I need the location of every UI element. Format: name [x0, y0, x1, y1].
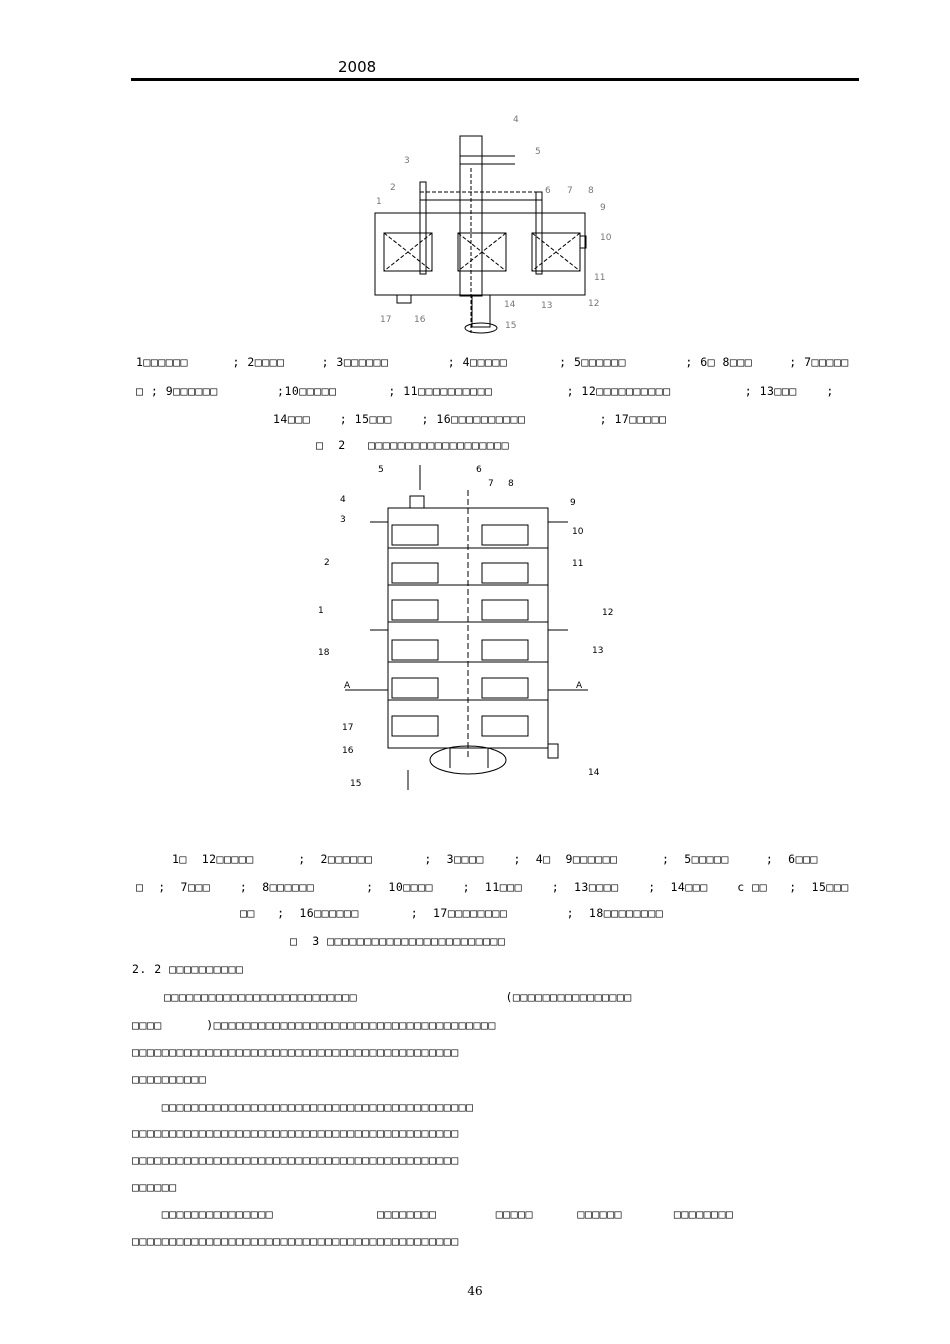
fig2-num-14: 14	[504, 300, 516, 310]
section-heading: 2. 2 □□□□□□□□□□	[132, 962, 244, 976]
fig3-num-7: 7	[488, 479, 494, 489]
fig3-section-label-left: A	[344, 681, 351, 691]
fig3-num-15: 15	[350, 779, 361, 789]
fig2-num-16: 16	[414, 315, 426, 325]
fig3-caption-line-2: □ ; 7□□□ ; 8□□□□□□ ; 10□□□□ ; 11□□□ ; 13…	[136, 880, 849, 894]
fig3-caption-line-3: □□ ; 16□□□□□□ ; 17□□□□□□□□ ; 18□□□□□□□□	[240, 906, 664, 920]
fig2-caption-line-3: 14□□□ ; 15□□□ ; 16□□□□□□□□□□ ; 17□□□□□	[273, 412, 667, 426]
fig2-num-17: 17	[380, 315, 391, 325]
fig3-num-3: 3	[340, 515, 346, 525]
fig3-num-4: 4	[340, 495, 346, 505]
header-year: 2008	[338, 58, 377, 76]
fig2-num-13: 13	[541, 301, 552, 311]
fig2-num-9: 9	[600, 203, 606, 213]
fig3-num-18: 18	[318, 648, 330, 658]
fig3-num-16: 16	[342, 746, 354, 756]
fig2-caption-line-1: 1□□□□□□ ; 2□□□□ ; 3□□□□□□ ; 4□□□□□ ; 5□□…	[136, 355, 849, 369]
fig2-num-3: 3	[404, 156, 410, 166]
fig3-num-11: 11	[572, 559, 583, 569]
fig2-num-4: 4	[513, 115, 519, 125]
fig2-num-5: 5	[535, 147, 541, 157]
header-rule	[131, 78, 859, 81]
body-line-6: □□□□□□□□□□□□□□□□□□□□□□□□□□□□□□□□□□□□□□□□…	[132, 1126, 459, 1140]
fig2-num-10: 10	[600, 233, 612, 243]
body-line-4: □□□□□□□□□□	[132, 1072, 207, 1086]
fig2-num-8: 8	[588, 186, 594, 196]
fig3-num-12: 12	[602, 608, 613, 618]
figure-3-diagram: 5 6 7 8 4 3 2 1 18 A 17 16 15 9 10 11 12…	[318, 465, 613, 790]
fig3-num-9: 9	[570, 498, 576, 508]
fig2-title: □ 2 □□□□□□□□□□□□□□□□□□□	[316, 438, 510, 452]
body-line-7: □□□□□□□□□□□□□□□□□□□□□□□□□□□□□□□□□□□□□□□□…	[132, 1153, 459, 1167]
body-line-9: □□□□□□□□□□□□□□□ □□□□□□□□ □□□□□ □□□□□□ □□…	[132, 1207, 734, 1221]
fig2-num-11: 11	[594, 273, 605, 283]
body-line-5: □□□□□□□□□□□□□□□□□□□□□□□□□□□□□□□□□□□□□□□□…	[132, 1100, 474, 1114]
fig2-num-12: 12	[588, 299, 599, 309]
fig2-num-7: 7	[567, 186, 573, 196]
fig3-num-8: 8	[508, 479, 514, 489]
fig3-caption-line-1: 1□ 12□□□□□ ; 2□□□□□□ ; 3□□□□ ; 4□ 9□□□□□…	[172, 852, 818, 866]
fig3-num-10: 10	[572, 527, 584, 537]
fig3-num-2: 2	[324, 558, 330, 568]
page-number: 46	[467, 1284, 483, 1298]
body-line-10: □□□□□□□□□□□□□□□□□□□□□□□□□□□□□□□□□□□□□□□□…	[132, 1234, 459, 1248]
body-line-8: □□□□□□	[132, 1180, 177, 1194]
fig2-num-15: 15	[505, 321, 516, 331]
fig2-caption-line-2: □ ; 9□□□□□□ ;10□□□□□ ; 11□□□□□□□□□□ ; 12…	[136, 384, 834, 398]
fig3-num-13: 13	[592, 646, 603, 656]
figure-2-diagram: 4 5 3 2 1 6 7 8 9 10 11 12 13 14 15 16 1…	[374, 115, 612, 334]
body-line-2: □□□□ )□□□□□□□□□□□□□□□□□□□□□□□□□□□□□□□□□□…	[132, 1018, 496, 1032]
fig3-num-14: 14	[588, 768, 600, 778]
fig3-section-label-right: A	[576, 681, 583, 691]
fig3-num-1: 1	[318, 606, 324, 616]
fig2-num-2: 2	[390, 183, 396, 193]
fig3-num-6: 6	[476, 465, 482, 475]
fig3-num-17: 17	[342, 723, 353, 733]
fig2-num-1: 1	[376, 197, 382, 207]
fig2-num-6: 6	[545, 186, 551, 196]
body-line-1: □□□□□□□□□□□□□□□□□□□□□□□□□□ (□□□□□□□□□□□□…	[164, 990, 632, 1004]
fig3-title: □ 3 □□□□□□□□□□□□□□□□□□□□□□□□	[290, 934, 506, 948]
fig3-num-5: 5	[378, 465, 384, 475]
body-line-3: □□□□□□□□□□□□□□□□□□□□□□□□□□□□□□□□□□□□□□□□…	[132, 1045, 459, 1059]
